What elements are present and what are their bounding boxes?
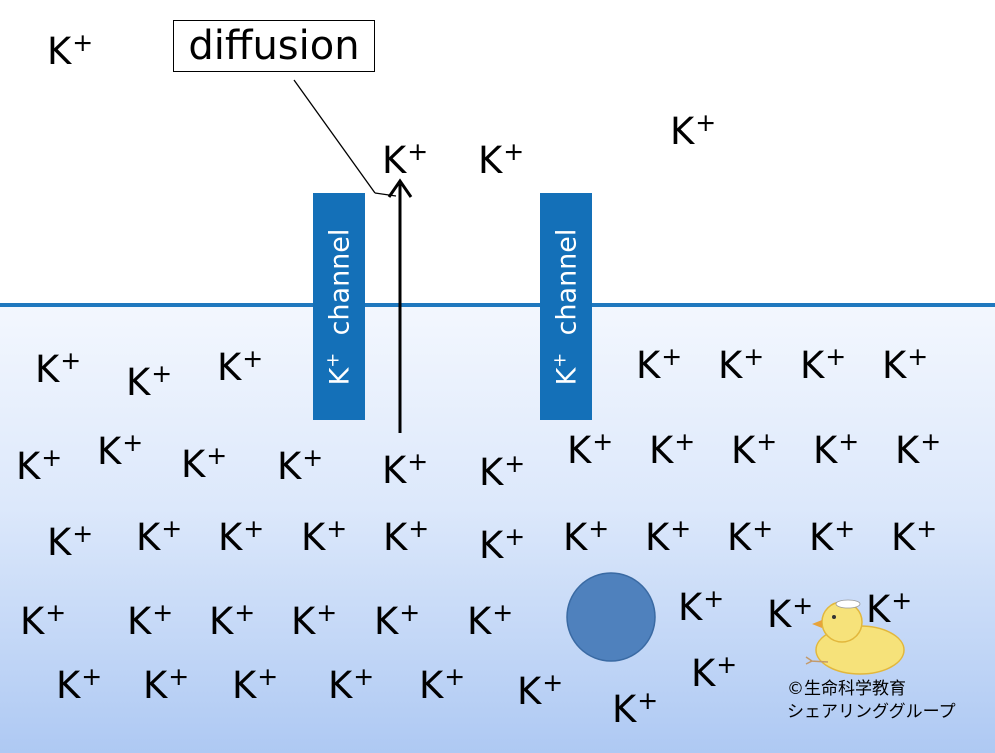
potassium-ion: K+ [328, 662, 375, 707]
potassium-ion: K+ [612, 686, 659, 731]
potassium-ion: K+ [419, 662, 466, 707]
diffusion-arrow-head [387, 178, 413, 198]
copyright-credit: ©生命科学教育 シェアリンググループ [787, 679, 956, 722]
potassium-ion: K+ [209, 598, 256, 643]
cell-membrane [0, 303, 995, 307]
potassium-ion: K+ [136, 514, 183, 559]
potassium-ion: K+ [517, 668, 564, 713]
potassium-ion: K+ [47, 519, 94, 564]
potassium-ion: K+ [866, 586, 913, 631]
potassium-ion: K+ [478, 137, 525, 182]
potassium-ion: K+ [636, 342, 683, 387]
potassium-ion: K+ [563, 514, 610, 559]
potassium-ion: K+ [47, 28, 94, 73]
potassium-ion: K+ [727, 514, 774, 559]
chick-mascot-icon [805, 599, 905, 675]
potassium-ion: K+ [645, 514, 692, 559]
potassium-ion: K+ [382, 137, 429, 182]
potassium-ion: K+ [479, 449, 526, 494]
potassium-ion: K+ [670, 108, 717, 153]
potassium-ion: K+ [291, 598, 338, 643]
potassium-ion: K+ [126, 359, 173, 404]
potassium-ion: K+ [383, 514, 430, 559]
potassium-ion: K+ [718, 342, 765, 387]
potassium-ion: K+ [800, 342, 847, 387]
potassium-ion: K+ [767, 591, 814, 636]
potassium-channel-left: K+ channel [313, 193, 365, 420]
potassium-ion: K+ [678, 584, 725, 629]
potassium-ion: K+ [127, 598, 174, 643]
potassium-ion: K+ [891, 514, 938, 559]
diffusion-label-box: diffusion [173, 20, 375, 72]
cytoplasm-region [0, 306, 995, 753]
potassium-ion: K+ [97, 428, 144, 473]
potassium-ion: K+ [649, 427, 696, 472]
potassium-ion: K+ [56, 662, 103, 707]
potassium-ion: K+ [567, 427, 614, 472]
potassium-ion: K+ [217, 344, 264, 389]
potassium-ion: K+ [181, 441, 228, 486]
potassium-ion: K+ [374, 598, 421, 643]
potassium-ion: K+ [691, 650, 738, 695]
potassium-ion: K+ [382, 447, 429, 492]
potassium-ion: K+ [882, 342, 929, 387]
potassium-ion: K+ [895, 427, 942, 472]
callout-leader-line [374, 192, 397, 197]
potassium-ion: K+ [301, 514, 348, 559]
potassium-ion: K+ [143, 662, 190, 707]
vesicle-circle [566, 572, 656, 662]
potassium-ion: K+ [20, 598, 67, 643]
potassium-ion: K+ [16, 443, 63, 488]
potassium-channel-right: K+ channel [540, 193, 592, 420]
potassium-ion: K+ [232, 662, 279, 707]
potassium-ion: K+ [479, 522, 526, 567]
potassium-ion: K+ [35, 346, 82, 391]
callout-leader-line [293, 79, 376, 194]
potassium-ion: K+ [467, 598, 514, 643]
potassium-ion: K+ [731, 427, 778, 472]
potassium-ion: K+ [277, 443, 324, 488]
potassium-ion: K+ [218, 514, 265, 559]
potassium-ion: K+ [809, 514, 856, 559]
potassium-ion: K+ [813, 427, 860, 472]
